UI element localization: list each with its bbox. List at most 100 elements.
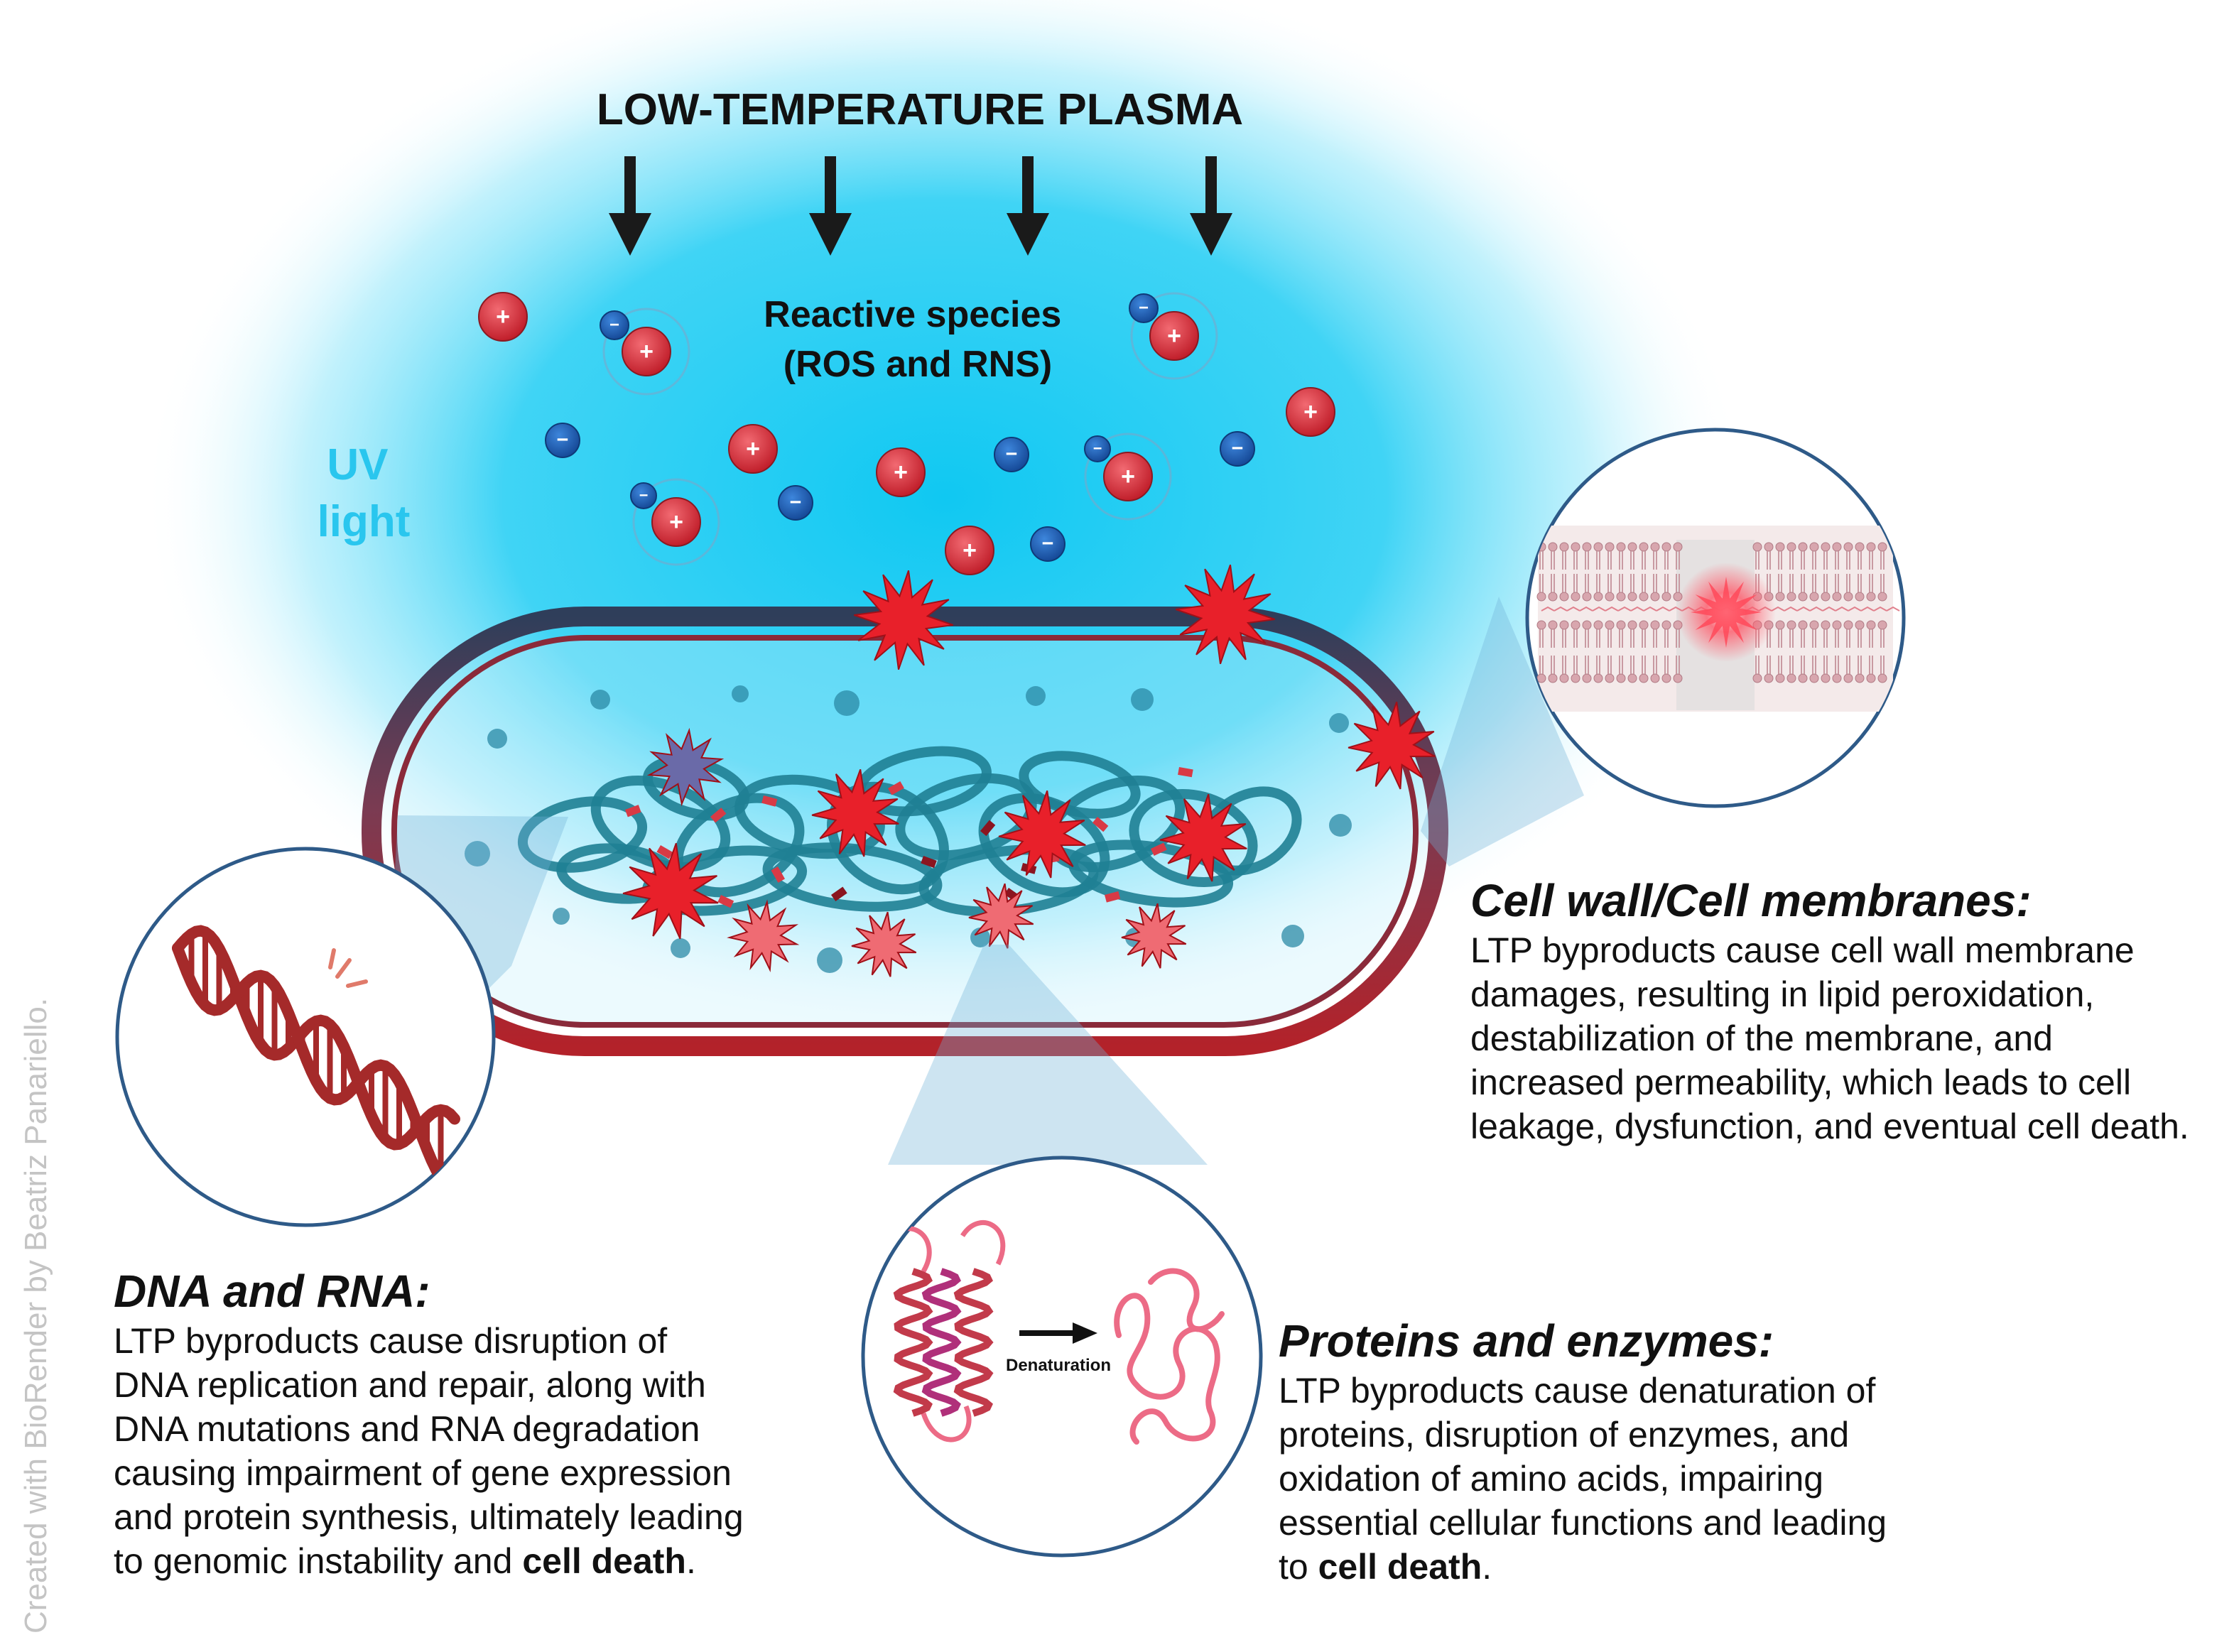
positive-ion-icon: + xyxy=(1130,292,1218,380)
cytoplasm-particle xyxy=(970,928,990,947)
plasma-glow xyxy=(142,0,1747,1037)
oxidized-lipid xyxy=(1592,606,1606,612)
dna-fragment xyxy=(1092,816,1109,832)
negative-sign: − xyxy=(1093,439,1102,457)
lipid-head xyxy=(1582,542,1592,552)
lipid-head xyxy=(1673,673,1683,683)
lipid-head xyxy=(1536,673,1546,683)
lipid-bilayer-icon xyxy=(1536,526,1900,712)
description-line: LTP byproducts cause denaturation of xyxy=(1279,1371,1875,1411)
lipid-head xyxy=(1673,542,1683,552)
negative-sign: − xyxy=(1042,532,1054,555)
lipid-head xyxy=(1775,673,1785,683)
cytoplasm-particle xyxy=(590,690,610,710)
lipid-head xyxy=(1764,542,1774,552)
lipid-head xyxy=(1843,673,1853,683)
watermark: Created with BioRender by Beatriz Panari… xyxy=(18,998,53,1634)
oxidized-lipid xyxy=(1822,606,1836,612)
lipid-head xyxy=(1877,592,1887,602)
line-text: . xyxy=(1482,1547,1492,1587)
down-arrow-icon xyxy=(1190,156,1232,256)
lipid-head xyxy=(1843,592,1853,602)
positive-ion-icon: + xyxy=(1084,433,1172,521)
positive-sign: + xyxy=(496,303,510,330)
negative-sign: − xyxy=(557,428,569,451)
cytoplasm-particle xyxy=(1329,814,1352,837)
protein-callout-connector xyxy=(888,945,1208,1165)
oxidized-lipid xyxy=(1809,606,1823,612)
line-text: proteins, disruption of enzymes, and xyxy=(1279,1415,1849,1455)
emphasis-text: cell death xyxy=(1318,1547,1482,1587)
emphasis-text: cell death xyxy=(522,1541,686,1581)
positive-sign: + xyxy=(1303,398,1318,425)
line-text: DNA mutations and RNA degradation xyxy=(114,1409,700,1449)
lipid-head xyxy=(1832,542,1842,552)
description-line: proteins, disruption of enzymes, and xyxy=(1279,1415,1849,1455)
lipid-head xyxy=(1752,673,1762,683)
line-text: LTP byproducts cause disruption of xyxy=(114,1321,667,1361)
line-text: increased permeability, which leads to c… xyxy=(1470,1063,2131,1102)
negative-ion-icon: − xyxy=(600,310,629,340)
dna-fragment xyxy=(1150,842,1167,856)
dna-loop xyxy=(1019,751,1141,819)
lipid-head xyxy=(1593,673,1603,683)
damage-star-icon xyxy=(811,768,899,857)
cytoplasm-particle xyxy=(817,947,842,973)
dna-helix-icon xyxy=(172,925,460,1195)
lipid-head xyxy=(1571,620,1580,630)
description-line: essential cellular functions and leading xyxy=(1279,1503,1887,1543)
damage-star-icon xyxy=(998,790,1086,879)
line-text: and protein synthesis, ultimately leadin… xyxy=(114,1497,744,1537)
lipid-head xyxy=(1661,673,1671,683)
oxidized-lipid xyxy=(1566,606,1580,612)
positive-ion-icon: + xyxy=(632,478,720,566)
lipid-head xyxy=(1775,542,1785,552)
negative-sign: − xyxy=(1232,437,1244,460)
lipid-head xyxy=(1843,542,1853,552)
line-text: destabilization of the membrane, and xyxy=(1470,1018,2053,1058)
dna-fragment xyxy=(1178,766,1193,778)
lipid-head xyxy=(1559,592,1569,602)
lipid-head xyxy=(1571,542,1580,552)
damage-star-icon xyxy=(727,899,800,972)
membrane-callout-connector xyxy=(1421,597,1584,866)
lipid-head xyxy=(1582,620,1592,630)
lipid-head xyxy=(1832,592,1842,602)
lipid-head xyxy=(1616,620,1626,630)
lipid-head xyxy=(1661,542,1671,552)
protein-callout: Denaturation xyxy=(861,1156,1263,1558)
negative-ion-icon: − xyxy=(778,485,813,521)
negative-ion-icon: − xyxy=(1084,435,1111,462)
damage-star-icon xyxy=(646,727,725,807)
lipid-head xyxy=(1877,542,1887,552)
lipid-head xyxy=(1627,673,1637,683)
dna-fragment xyxy=(921,856,937,869)
positive-ion-icon: + xyxy=(478,292,528,342)
lipid-head xyxy=(1627,542,1637,552)
cytoplasm-particle xyxy=(834,690,860,716)
cytoplasm-particle xyxy=(1281,925,1304,947)
lipid-head xyxy=(1593,620,1603,630)
description-line: causing impairment of gene expression xyxy=(114,1453,732,1493)
oxidized-lipid xyxy=(1656,606,1670,612)
lipid-head xyxy=(1786,592,1796,602)
lipid-head xyxy=(1605,592,1615,602)
cytoplasm-particle xyxy=(465,841,490,866)
description-line: damages, resulting in lipid peroxidation… xyxy=(1470,974,2094,1014)
dna-fragment xyxy=(888,781,904,795)
lipid-head xyxy=(1798,592,1808,602)
dna-fragment xyxy=(761,795,778,807)
lipid-head xyxy=(1593,592,1603,602)
negative-ion-icon: − xyxy=(545,423,580,458)
lipid-head xyxy=(1559,542,1569,552)
lipid-head xyxy=(1650,620,1660,630)
oxidized-lipid xyxy=(1579,606,1593,612)
damage-star-icon xyxy=(1348,701,1436,790)
membrane-callout xyxy=(1525,428,1906,808)
lipid-head xyxy=(1582,592,1592,602)
oxidized-lipid xyxy=(1873,606,1887,612)
positive-ion-icon: + xyxy=(945,526,994,575)
cytoplasm-particle xyxy=(1329,713,1349,733)
lipid-head xyxy=(1616,673,1626,683)
